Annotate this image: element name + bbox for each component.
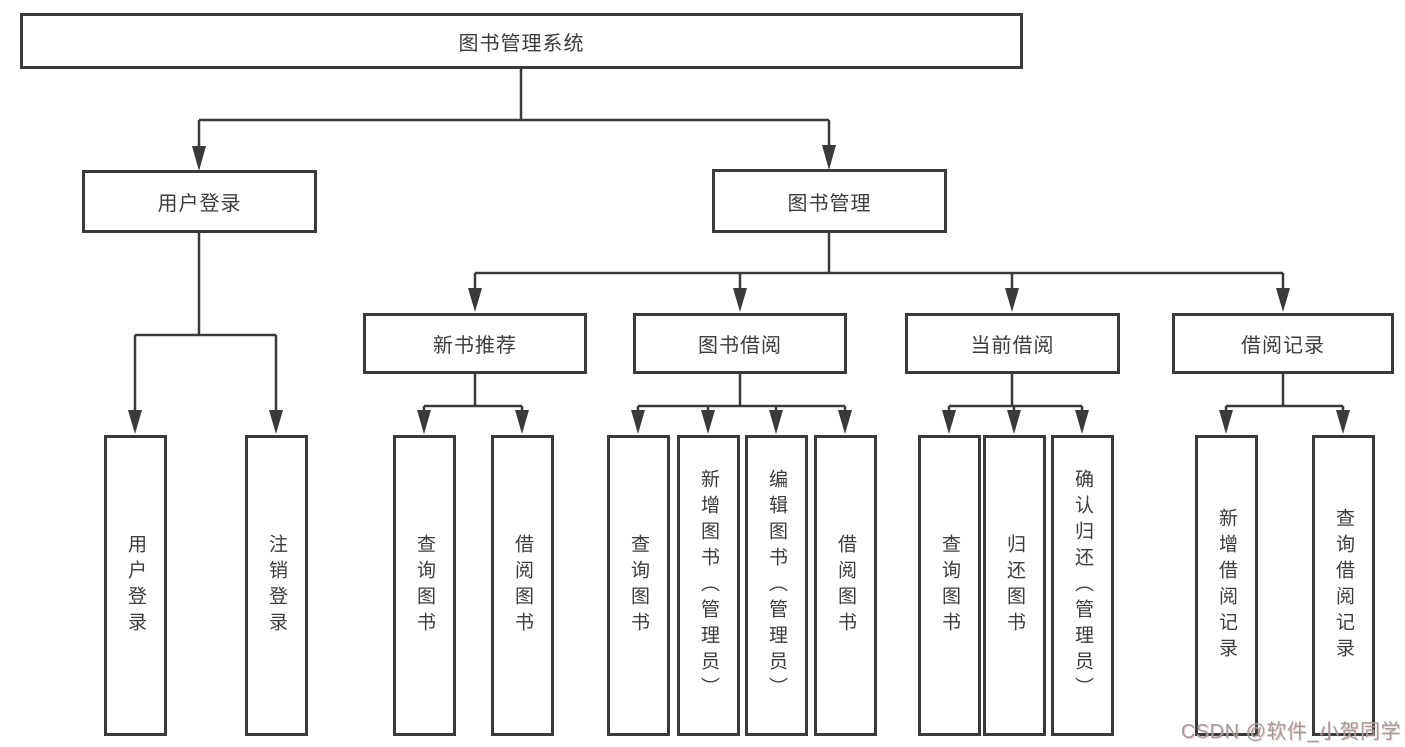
node-label: 借阅记录 [1241,335,1325,357]
leaf-logout-login: 注销登录 [245,435,308,736]
node-label: 查询图书 [628,533,649,638]
node-label: 新增借阅记录 [1216,507,1237,664]
node-borrow-records: 借阅记录 [1172,313,1394,374]
node-label: 图书管理 [787,192,872,215]
node-label: 归还图书 [1004,533,1025,638]
watermark: CSDN @软件_小贺同学 [1180,721,1401,743]
leaf-add-books-admin: 新增图书（管理员） [677,435,740,736]
arrowheads [128,145,1350,434]
node-label: 注销登录 [266,533,287,638]
node-label: 借阅图书 [835,533,856,638]
leaf-return-books: 归还图书 [983,435,1046,736]
leaf-confirm-return-admin: 确认归还（管理员） [1051,435,1114,736]
leaf-query-books-current: 查询图书 [918,435,981,736]
node-label: 查询图书 [939,533,960,638]
node-new-book-recommend: 新书推荐 [363,313,587,374]
node-label: 当前借阅 [970,335,1055,357]
node-label: 编辑图书（管理员） [766,468,787,703]
leaf-query-books-recommend: 查询图书 [393,435,456,736]
node-user-login: 用户登录 [82,170,317,233]
node-book-management: 图书管理 [712,169,947,233]
node-label: 借阅图书 [512,533,533,638]
node-root: 图书管理系统 [20,13,1023,69]
leaf-query-books-borrow: 查询图书 [607,435,670,736]
node-label: 图书管理系统 [458,32,585,55]
node-label: 用户登录 [125,533,146,638]
node-label: 查询图书 [414,533,435,638]
leaf-borrow-books-recommend: 借阅图书 [491,435,554,736]
node-label: 新书推荐 [433,335,517,357]
node-label: 新增图书（管理员） [698,468,719,703]
node-label: 图书借阅 [698,335,782,357]
node-label: 用户登录 [157,193,242,215]
leaf-user-login: 用户登录 [104,435,167,736]
node-book-borrow: 图书借阅 [633,313,847,374]
leaf-edit-books-admin: 编辑图书（管理员） [745,435,808,736]
leaf-borrow-books: 借阅图书 [814,435,877,736]
leaf-query-borrow-record: 查询借阅记录 [1312,435,1375,736]
node-label: 查询借阅记录 [1333,507,1354,664]
leaf-add-borrow-record: 新增借阅记录 [1195,435,1258,736]
node-current-borrow: 当前借阅 [905,313,1120,374]
node-label: 确认归还（管理员） [1072,468,1093,703]
